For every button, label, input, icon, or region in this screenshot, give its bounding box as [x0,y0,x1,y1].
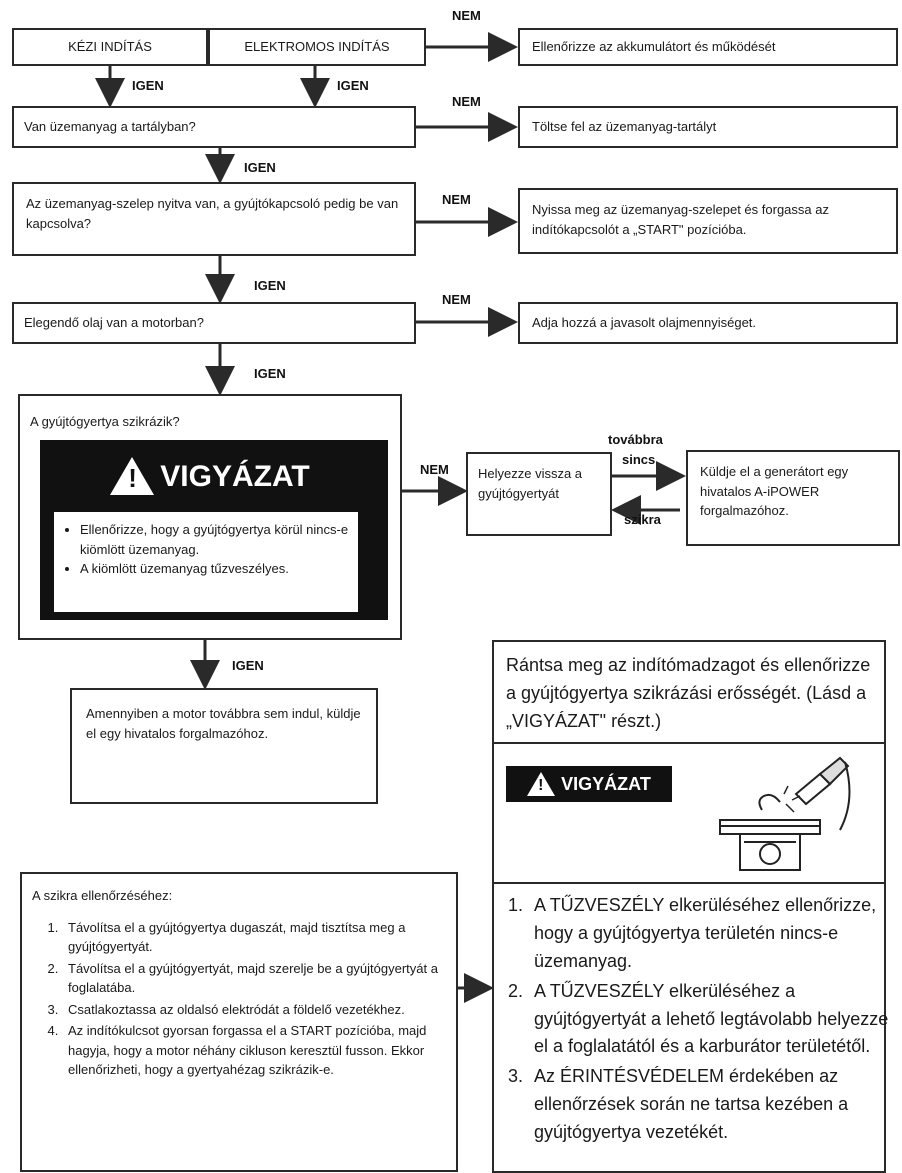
oil-question-text: Elegendő olaj van a motorban? [24,315,204,331]
still-not-start-text: Amennyiben a motor továbbra sem indul, k… [86,706,361,741]
nem-label-4: NEM [442,292,471,307]
nem-label-1: NEM [452,8,481,23]
electric-start-box: ELEKTROMOS INDÍTÁS [208,28,426,66]
fire-safety-item: A TŰZVESZÉLY elkerüléséhez a gyújtógyert… [528,978,898,1062]
igen-label-6: IGEN [232,658,264,673]
pull-cord-intro: Rántsa meg az indítómadzagot és ellenőri… [506,655,871,731]
warning-panel: VIGYÁZAT Ellenőrizze, hogy a gyújtógyert… [40,440,388,620]
fuel-in-tank-text: Van üzemanyag a tartályban? [24,119,196,135]
panel-divider [494,742,884,744]
none-label: sincs [622,452,656,467]
igen-label-1: IGEN [132,78,164,93]
warning-bullet: Ellenőrizze, hogy a gyújtógyertya körül … [80,520,350,559]
spark-check-step: Távolítsa el a gyújtógyertyát, majd szer… [62,959,446,998]
spark-check-step: Csatlakoztassa az oldalsó elektródát a f… [62,1000,446,1020]
spark-plug-illustration [719,756,851,871]
reinstall-plug-text: Helyezze vissza a gyújtógyertyát [478,466,583,501]
still-not-start-box: Amennyiben a motor továbbra sem indul, k… [70,688,378,804]
warning-title: VIGYÁZAT [160,459,310,493]
nem-label-2: NEM [452,94,481,109]
send-dealer-box: Küldje el a generátort egy hivatalos A-i… [686,450,900,546]
fuel-valve-question: Az üzemanyag-szelep nyitva van, a gyújtó… [12,182,416,256]
right-instruction-panel: Rántsa meg az indítómadzagot és ellenőri… [492,640,888,1173]
spark-question-text: A gyújtógyertya szikrázik? [30,414,180,429]
add-oil-text: Adja hozzá a javasolt olajmennyiséget. [532,315,757,331]
fuel-in-tank-question: Van üzemanyag a tartályban? [12,106,416,148]
spark-check-box: A szikra ellenőrzéséhez: Távolítsa el a … [20,872,458,1172]
warning-triangle-icon [527,772,556,796]
open-valve-box: Nyissa meg az üzemanyag-szelepet és forg… [518,188,898,254]
warning-banner: VIGYÁZAT [60,450,360,502]
manual-start-box: KÉZI INDÍTÁS [12,28,208,66]
send-dealer-text: Küldje el a generátort egy hivatalos A-i… [700,464,849,518]
reinstall-plug-box: Helyezze vissza a gyújtógyertyát [466,452,612,536]
still-label: továbbra [608,432,663,447]
check-battery-text: Ellenőrizze az akkumulátort és működését [532,39,776,55]
fire-safety-item: Az ÉRINTÉSVÉDELEM érdekében az ellenőrzé… [528,1063,898,1147]
warning-bullet: A kiömlött üzemanyag tűzveszélyes. [80,559,350,579]
fire-safety-item: A TŰZVESZÉLY elkerüléséhez ellenőrizze, … [528,892,898,976]
open-valve-text: Nyissa meg az üzemanyag-szelepet és forg… [532,202,829,237]
panel-warning-banner: VIGYÁZAT [506,766,672,802]
panel-divider [494,882,884,884]
fill-tank-text: Töltse fel az üzemanyag-tartályt [532,119,717,135]
fill-tank-box: Töltse fel az üzemanyag-tartályt [518,106,898,148]
nem-label-3: NEM [442,192,471,207]
manual-start-label: KÉZI INDÍTÁS [68,39,152,55]
spark-check-step: Távolítsa el a gyújtógyertya dugaszát, m… [62,918,446,957]
warning-triangle-icon [110,457,155,495]
igen-label-4: IGEN [254,278,286,293]
nem-label-5: NEM [420,462,449,477]
add-oil-box: Adja hozzá a javasolt olajmennyiséget. [518,302,898,344]
fire-safety-list: A TŰZVESZÉLY elkerüléséhez ellenőrizze, … [502,892,898,1149]
igen-label-5: IGEN [254,366,286,381]
igen-label-3: IGEN [244,160,276,175]
warning-body: Ellenőrizze, hogy a gyújtógyertya körül … [54,512,358,612]
spark-check-step: Az indítókulcsot gyorsan forgassa el a S… [62,1021,446,1080]
fuel-valve-text: Az üzemanyag-szelep nyitva van, a gyújtó… [26,196,399,231]
electric-start-label: ELEKTROMOS INDÍTÁS [244,39,390,55]
spark-question-box: A gyújtógyertya szikrázik? VIGYÁZAT Elle… [18,394,402,640]
igen-label-2: IGEN [337,78,369,93]
panel-warning-title: VIGYÁZAT [561,773,651,794]
spark-check-title: A szikra ellenőrzéséhez: [32,888,173,903]
check-battery-box: Ellenőrizze az akkumulátort és működését [518,28,898,66]
oil-question: Elegendő olaj van a motorban? [12,302,416,344]
spark-label: szikra [624,512,661,527]
